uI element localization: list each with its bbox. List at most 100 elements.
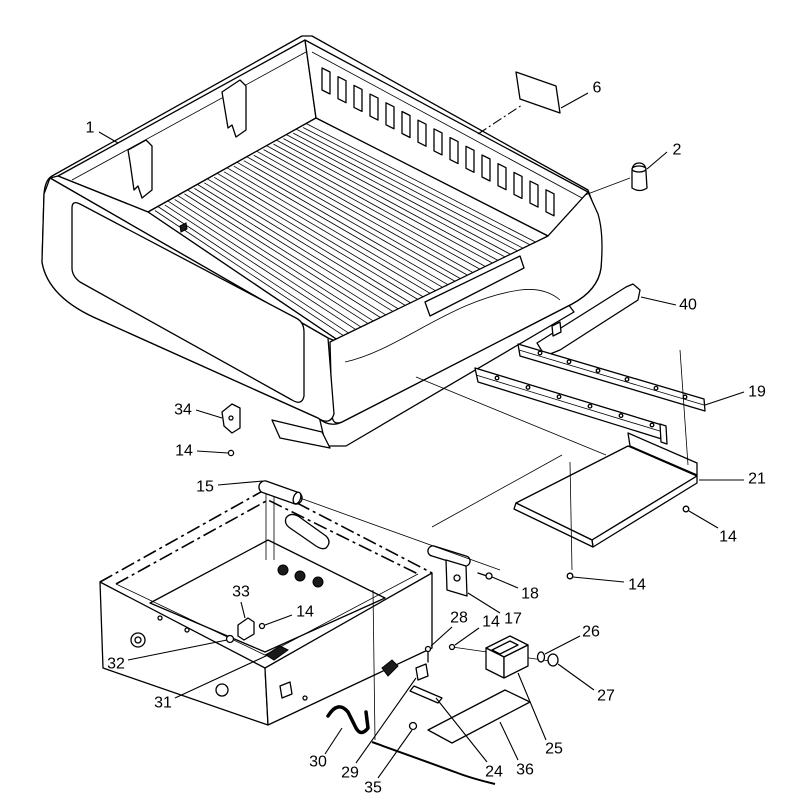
rail-hole <box>649 422 655 428</box>
floor-mark <box>179 222 188 233</box>
rear-wall-slot <box>545 189 555 217</box>
leader-line <box>430 626 453 647</box>
frame-slot <box>284 513 330 550</box>
frame-box <box>99 487 433 726</box>
leader-line <box>646 151 668 170</box>
cargo-bed-rear-rail <box>311 51 583 199</box>
callout-label-14: 14 <box>175 443 193 460</box>
decal <box>515 71 561 114</box>
floor-rib <box>273 143 498 266</box>
rear-wall-slot <box>513 171 523 200</box>
floor-rib <box>216 172 429 301</box>
rear-wall-slot <box>433 128 443 156</box>
leader-line <box>174 654 269 699</box>
bolt-head <box>485 572 493 580</box>
leader-line <box>240 601 246 619</box>
assembly-lines <box>299 177 689 741</box>
leader-line <box>688 510 719 529</box>
frame-inner-rear-edge <box>115 499 419 585</box>
drain-plug-cap <box>631 165 647 173</box>
floor-rib <box>187 189 394 320</box>
screw <box>682 505 690 513</box>
rear-wall-slot <box>465 145 475 173</box>
callout-label-24: 24 <box>485 764 503 781</box>
screw-head <box>258 622 266 630</box>
rail-end-flange <box>659 423 668 445</box>
callout-label-36: 36 <box>516 762 534 779</box>
floor-rib <box>293 132 522 254</box>
stake-pocket-bracket <box>221 79 247 138</box>
rear-wall-slot <box>321 67 331 95</box>
cargo-bed-base-block <box>271 419 331 449</box>
callout-label-35: 35 <box>364 780 382 797</box>
callout-label-18: 18 <box>521 586 539 603</box>
rear-wall-slot <box>497 163 507 191</box>
wheel-well-curve <box>344 289 561 363</box>
callout-label-21: 21 <box>748 471 766 488</box>
callout-label-19: 19 <box>748 384 766 401</box>
screw <box>227 449 235 457</box>
leader-line <box>560 92 589 109</box>
leader-line <box>195 409 223 419</box>
rail-hole <box>624 376 630 382</box>
screw-head <box>566 572 574 580</box>
floor-rib <box>263 149 486 273</box>
floor-rib <box>154 210 355 343</box>
rear-wall-slot <box>353 84 363 113</box>
frame-hole <box>184 627 190 633</box>
callout-label-14: 14 <box>296 604 314 621</box>
leader-line <box>491 576 519 589</box>
pin <box>424 645 432 663</box>
frame-interior-pan <box>149 539 386 653</box>
hinge-tube-end <box>292 491 302 505</box>
mounting-bracket <box>221 403 241 434</box>
cargo-bed-right-side <box>329 191 603 424</box>
rail-hole <box>595 368 601 374</box>
base-plate-top-flange <box>627 432 698 476</box>
cable <box>371 741 496 785</box>
rail-hole <box>653 385 659 391</box>
rail-hole <box>587 403 593 409</box>
rail-fold-line <box>518 349 705 406</box>
floor-rib <box>207 178 417 307</box>
mounting-rail <box>517 343 706 412</box>
spring <box>294 570 306 582</box>
leader-line <box>264 614 293 626</box>
floor-rib <box>302 127 534 247</box>
floor-rib <box>236 161 453 288</box>
assembly-line <box>415 376 607 456</box>
callout-label-2: 2 <box>673 142 682 159</box>
rail-hole <box>566 359 572 365</box>
drain-plug <box>631 162 648 192</box>
rear-wall-slot <box>417 119 427 147</box>
cargo-bed-left-rail <box>71 51 307 181</box>
floor-rib <box>157 206 358 339</box>
leader-line <box>467 592 501 614</box>
floor-rib <box>233 165 450 292</box>
rail-fold-line <box>475 374 664 433</box>
callout-label-30: 30 <box>309 754 327 771</box>
rear-wall-slot <box>337 76 347 104</box>
spring <box>277 564 289 576</box>
frame-inner-rim <box>115 573 419 656</box>
rear-wall-slot <box>529 180 539 208</box>
screw-head <box>682 505 690 513</box>
leader-line <box>127 639 228 661</box>
nut <box>547 653 559 667</box>
hinge-block-side <box>503 644 529 679</box>
cargo-bed <box>41 35 603 449</box>
screw <box>566 572 574 580</box>
callout-label-27: 27 <box>597 688 615 705</box>
floor-rib <box>174 199 379 331</box>
pin-head <box>424 645 432 653</box>
hinge-block <box>485 635 529 679</box>
floor-rib <box>197 184 405 314</box>
right-side-recess <box>424 255 525 317</box>
floor-rib <box>305 123 537 243</box>
callout-label-34: 34 <box>174 402 192 419</box>
rear-wall-slot <box>385 102 395 130</box>
floor-rib <box>253 154 474 279</box>
rear-wall-slots <box>321 67 555 217</box>
leader-line <box>355 677 417 764</box>
frame-hole <box>134 636 142 644</box>
